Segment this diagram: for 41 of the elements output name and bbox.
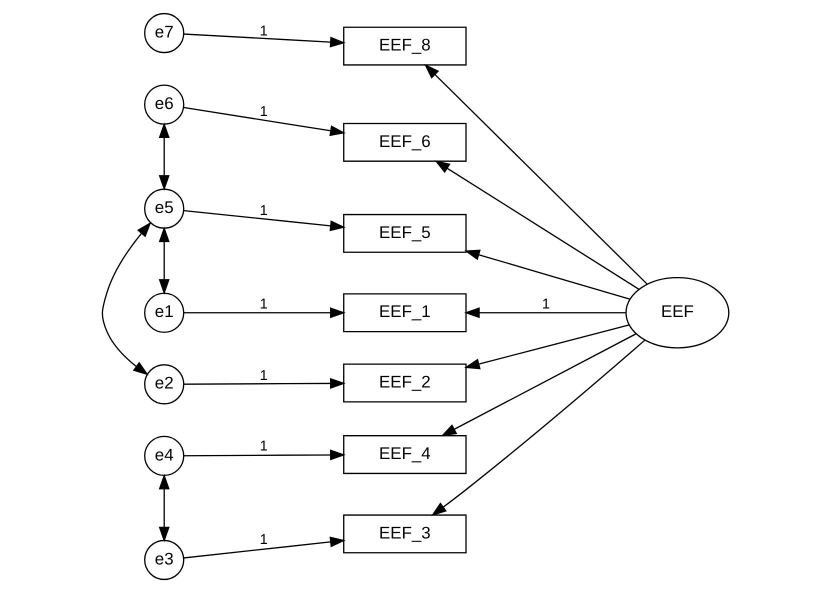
edge-label: 1 xyxy=(259,532,268,548)
arrow xyxy=(101,222,151,376)
node-circle: e7 xyxy=(144,12,184,54)
arrow xyxy=(183,106,346,136)
arrow xyxy=(183,378,346,389)
arrow xyxy=(183,210,346,232)
node-circle: e2 xyxy=(144,364,184,404)
arrow xyxy=(158,122,170,191)
arrow xyxy=(183,450,346,460)
arrow xyxy=(430,340,645,516)
node-box: EEF_6 xyxy=(342,122,466,162)
arrow xyxy=(464,324,629,370)
node-box: EEF_1 xyxy=(342,293,466,332)
arrow xyxy=(183,536,346,559)
edge-label: 1 xyxy=(542,296,550,313)
node-box: EEF_4 xyxy=(342,435,466,474)
edge-label: 1 xyxy=(259,368,268,384)
node-box: EEF_3 xyxy=(342,514,466,554)
node-box: EEF_8 xyxy=(342,26,466,66)
node-circle: e4 xyxy=(144,436,184,476)
arrow xyxy=(158,474,170,542)
node-circle: e1 xyxy=(144,292,184,333)
arrow xyxy=(183,33,346,48)
node-circle: e5 xyxy=(144,188,184,229)
node-box: EEF_2 xyxy=(342,364,466,403)
edge-label: 1 xyxy=(259,202,268,219)
node-circle: e3 xyxy=(144,540,184,580)
node-circle: e6 xyxy=(144,84,184,125)
node-box: EEF_5 xyxy=(342,214,466,253)
arrow xyxy=(440,333,636,436)
arrow xyxy=(424,64,647,284)
arrow xyxy=(183,307,346,318)
edge-label: 1 xyxy=(259,296,268,313)
edge-label: 1 xyxy=(259,438,268,454)
arrow xyxy=(464,307,626,318)
edge-label: 1 xyxy=(259,104,268,120)
edge-label: 1 xyxy=(259,23,268,40)
arrow xyxy=(464,250,630,300)
node-ellipse: EEF xyxy=(624,276,729,349)
arrow xyxy=(434,160,639,290)
arrow xyxy=(158,226,170,295)
